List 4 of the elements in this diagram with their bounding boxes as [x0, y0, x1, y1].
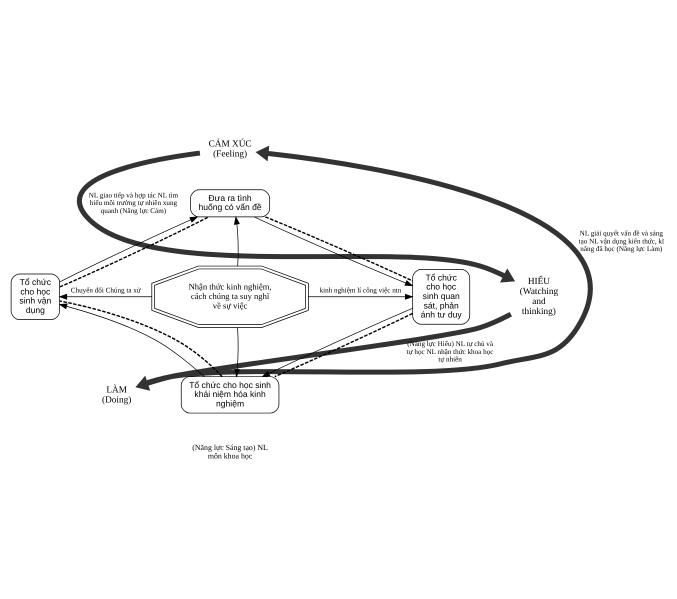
node-text: HIỂU (Watching and thinking) [520, 276, 558, 317]
label: (Năng lực Sáng tạo) NL môn khoa học [192, 442, 268, 460]
node-text: CẢM XÚC (Feeling) [208, 139, 252, 160]
node-text: LÀM (Doing) [102, 384, 132, 405]
